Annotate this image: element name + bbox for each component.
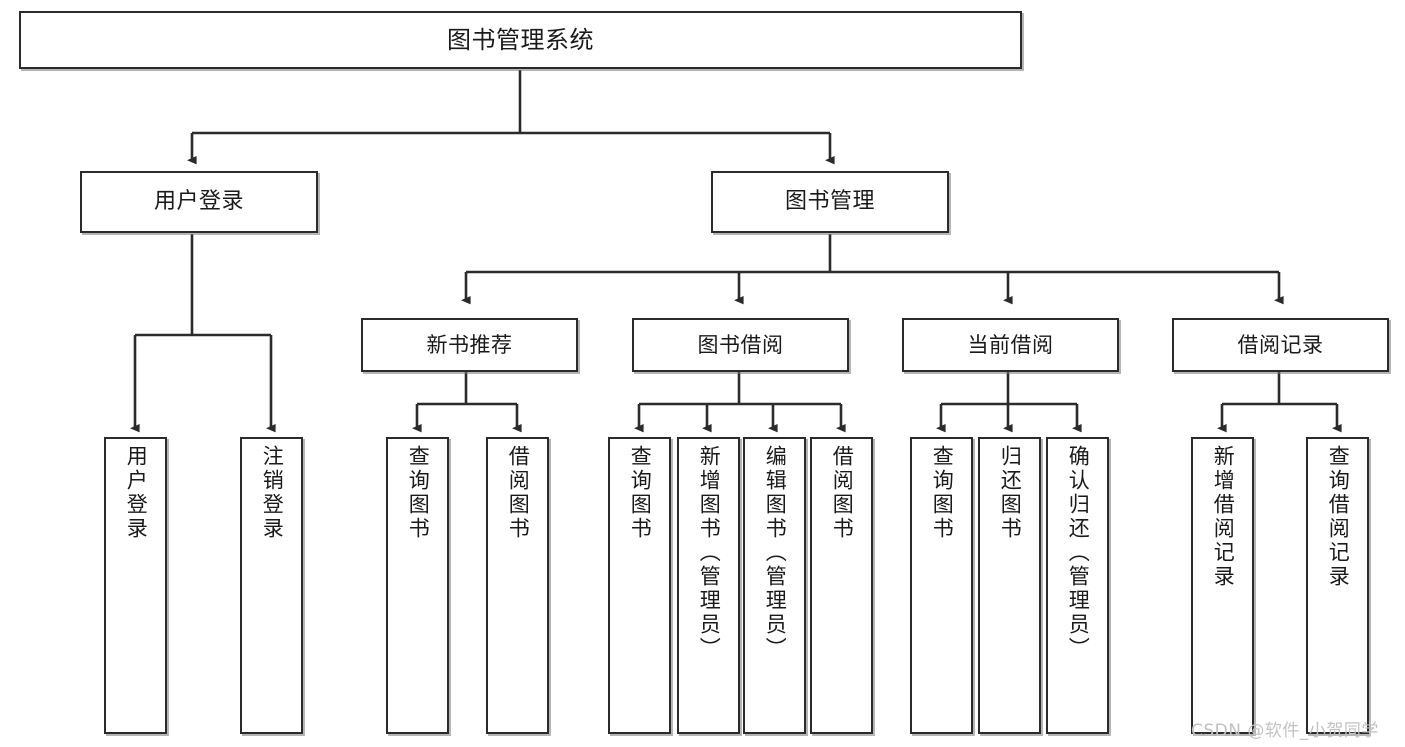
leaf-new-book-query-book[interactable]: 查询图书 [386,437,449,734]
node-label: 查询图书 [406,445,431,541]
node-label: 查询图书 [628,445,653,541]
node-label: 查询图书 [930,445,955,541]
node-user-login[interactable]: 用户登录 [80,171,318,233]
node-label: 借阅图书 [506,445,531,541]
csdn-watermark: CSDN @软件_小贺同学 [1191,721,1379,741]
connector-book-mgmt-to-level2 [461,234,1284,305]
node-label: 新增图书（管理员） [697,445,722,661]
connector-book-borrow-to-leaves [634,372,846,433]
leaf-borrow-record-query-record[interactable]: 查询借阅记录 [1306,437,1369,734]
leaf-current-borrow-return-book[interactable]: 归还图书 [978,437,1041,734]
connector-new-book-to-leaves [412,372,522,433]
node-label: 图书借阅 [697,332,784,357]
connector-root-to-level1 [187,70,835,165]
node-label: 注销登录 [260,445,285,541]
node-book-management[interactable]: 图书管理 [711,171,949,233]
node-label: 图书管理系统 [447,25,594,54]
leaf-user-login-login[interactable]: 用户登录 [104,437,167,734]
node-label: 当前借阅 [967,332,1054,357]
leaf-current-borrow-query-book[interactable]: 查询图书 [910,437,973,734]
connector-user-login-to-leaves [130,234,276,433]
leaf-book-borrow-borrow-book[interactable]: 借阅图书 [810,437,873,734]
leaf-book-borrow-query-book[interactable]: 查询图书 [608,437,671,734]
node-label: 确认归还（管理员） [1066,445,1091,661]
node-borrow-record[interactable]: 借阅记录 [1172,318,1389,372]
node-label: 新书推荐 [426,332,513,357]
connector-borrow-record-to-leaves [1217,372,1342,433]
connector-current-borrow-to-leaves [936,372,1082,433]
node-label: 查询借阅记录 [1326,445,1351,589]
node-label: 用户登录 [153,188,244,214]
node-label: 借阅记录 [1237,332,1324,357]
node-label: 借阅图书 [830,445,855,541]
leaf-new-book-borrow-book[interactable]: 借阅图书 [486,437,549,734]
leaf-book-borrow-edit-book-admin[interactable]: 编辑图书（管理员） [743,437,806,734]
node-root-book-management-system[interactable]: 图书管理系统 [19,11,1022,69]
leaf-book-borrow-add-book-admin[interactable]: 新增图书（管理员） [677,437,740,734]
leaf-user-login-logout[interactable]: 注销登录 [240,437,303,734]
leaf-borrow-record-add-record[interactable]: 新增借阅记录 [1191,437,1254,734]
node-new-book-recommend[interactable]: 新书推荐 [361,318,578,372]
node-book-borrow[interactable]: 图书借阅 [632,318,849,372]
node-label: 图书管理 [784,188,875,214]
node-label: 用户登录 [124,445,149,541]
leaf-current-borrow-confirm-return-admin[interactable]: 确认归还（管理员） [1046,437,1109,734]
node-label: 归还图书 [998,445,1023,541]
node-current-borrow[interactable]: 当前借阅 [902,318,1119,372]
node-label: 新增借阅记录 [1211,445,1236,589]
node-label: 编辑图书（管理员） [763,445,788,661]
